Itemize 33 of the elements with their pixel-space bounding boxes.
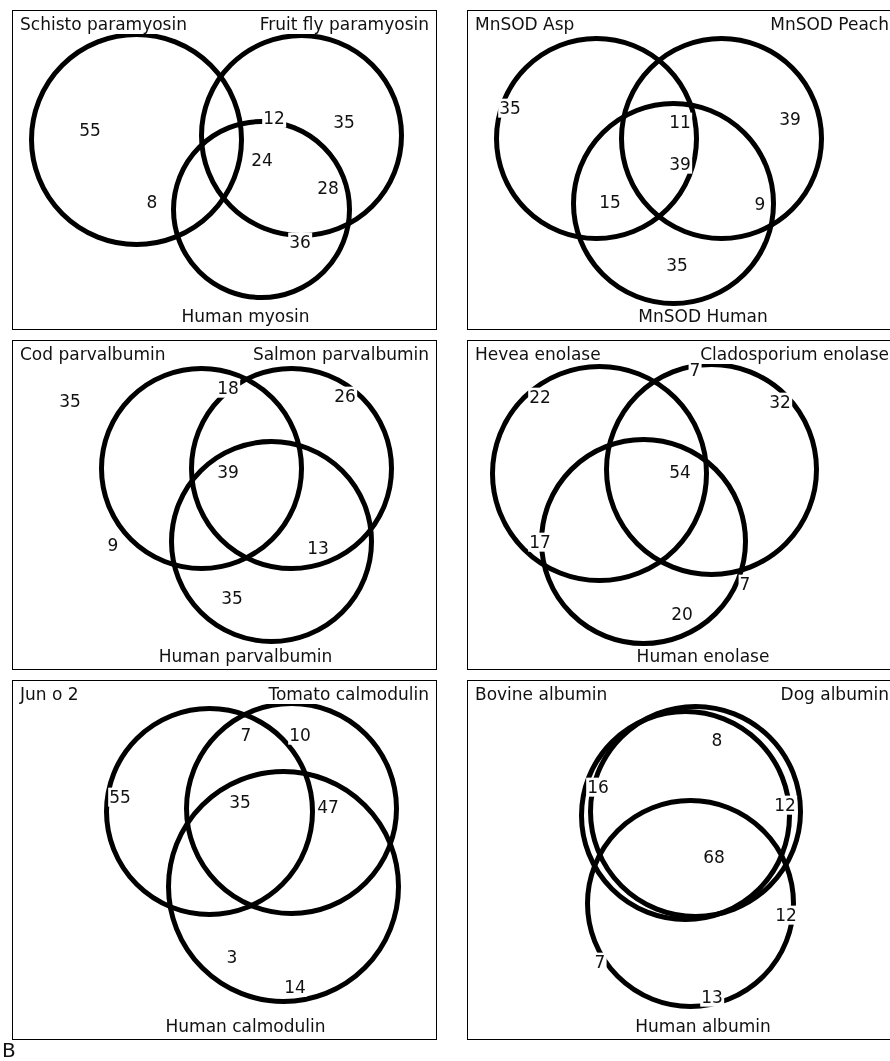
count-label: 39	[668, 154, 692, 174]
set-circle	[493, 35, 699, 241]
set-circle	[188, 365, 394, 571]
set-name: MnSOD Asp	[473, 15, 577, 34]
set-circle	[103, 705, 315, 917]
set-circle	[570, 100, 776, 306]
set-circle	[168, 438, 374, 644]
venn-panel	[12, 340, 437, 670]
count-label: 12	[262, 108, 286, 128]
count-label: 18	[216, 378, 240, 398]
count-label: 17	[528, 532, 552, 552]
set-name: Schisto paramyosin	[18, 15, 189, 34]
count-label: 35	[498, 98, 522, 118]
venn-panel	[467, 680, 890, 1040]
set-circle	[618, 35, 824, 241]
count-label: 12	[773, 795, 797, 815]
panel-letter: B	[2, 1039, 16, 1061]
set-name: Tomato calmodulin	[266, 685, 431, 704]
set-name: Cod parvalbumin	[18, 345, 168, 364]
set-circle	[165, 768, 401, 1004]
venn-panel	[467, 10, 890, 330]
set-circle	[584, 797, 796, 1009]
count-label: 55	[108, 787, 132, 807]
venn-panel	[12, 10, 437, 330]
count-label: 12	[774, 905, 798, 925]
count-label: 13	[700, 987, 724, 1007]
count-label: 16	[586, 777, 610, 797]
count-label: 10	[288, 725, 312, 745]
set-name: Cladosporium enolase	[698, 345, 890, 364]
set-circle	[98, 365, 304, 571]
set-circle	[489, 363, 709, 583]
venn-panel	[12, 680, 437, 1040]
venn-panel	[467, 340, 890, 670]
